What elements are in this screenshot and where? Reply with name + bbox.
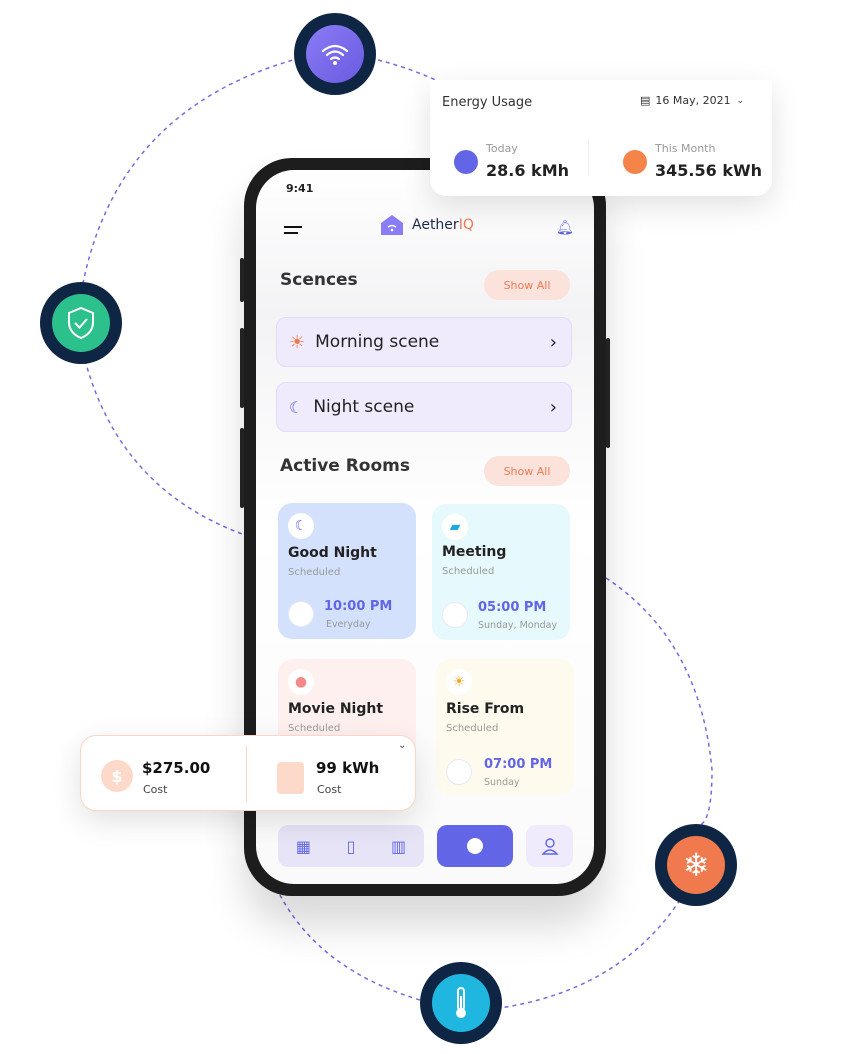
- timer-icon: [442, 602, 468, 628]
- rooms-show-all-button[interactable]: Show All: [484, 456, 570, 486]
- energy-usage-card: Energy Usage ▤16 May, 2021⌄ Today 28.6 k…: [430, 80, 772, 196]
- menu-button[interactable]: [284, 226, 302, 234]
- sun-icon: ☀: [289, 331, 306, 353]
- moon-icon: ☾: [288, 513, 314, 539]
- nav-stats-icon[interactable]: ▥: [391, 836, 407, 856]
- scene-morning[interactable]: ☀Morning scene›: [276, 317, 572, 367]
- chevron-down-icon[interactable]: ⌄: [398, 740, 407, 751]
- bottom-nav-group: ▦ ▯ ▥: [278, 825, 424, 867]
- nav-profile-button[interactable]: [526, 825, 573, 867]
- thermometer-orb: [420, 962, 502, 1044]
- scene-night[interactable]: ☾Night scene›: [276, 382, 572, 432]
- scenes-title: Scences: [280, 270, 358, 290]
- room-card-rise-from[interactable]: ☀ Rise From Scheduled 07:00 PM Sunday: [436, 659, 574, 795]
- bill-icon: [277, 762, 304, 794]
- shield-check-icon: [68, 306, 94, 340]
- chevron-down-icon: ⌄: [736, 95, 745, 106]
- refresh-energy-icon: [623, 150, 647, 174]
- film-reel-icon: ●: [288, 669, 314, 695]
- wifi-icon: [321, 44, 349, 65]
- date-picker[interactable]: ▤16 May, 2021⌄: [640, 94, 745, 107]
- home-wifi-icon: [381, 215, 403, 235]
- nav-timer-button[interactable]: [437, 825, 513, 867]
- nav-dashboard-icon[interactable]: ▦: [295, 836, 311, 856]
- energy-title: Energy Usage: [442, 95, 533, 110]
- moon-icon: ☾: [289, 397, 304, 417]
- thermometer-icon: [456, 987, 466, 1018]
- room-card-good-night[interactable]: ☾ Good Night Scheduled 10:00 PM Everyday: [278, 503, 416, 639]
- room-card-meeting[interactable]: ▰ Meeting Scheduled 05:00 PM Sunday, Mon…: [432, 504, 570, 640]
- snowflake-icon: ❄: [682, 846, 710, 884]
- bell-icon[interactable]: 🔔︎: [556, 220, 574, 236]
- meeting-icon: ▰: [442, 514, 468, 540]
- timer-icon: [446, 759, 472, 785]
- shield-orb: [40, 282, 122, 364]
- calendar-icon: ▤: [640, 94, 651, 107]
- status-time: 9:41: [286, 182, 314, 195]
- snowflake-orb: ❄: [655, 824, 737, 906]
- nav-device-icon[interactable]: ▯: [346, 836, 356, 856]
- plug-icon: [454, 150, 478, 174]
- cost-card: $ $275.00 Cost 99 kWh Cost ⌄: [80, 735, 416, 811]
- dollar-icon: $: [101, 760, 133, 792]
- chevron-right-icon: ›: [549, 331, 557, 353]
- rooms-title: Active Rooms: [280, 456, 410, 476]
- user-icon: [540, 838, 559, 855]
- sun-icon: ☀: [446, 669, 472, 695]
- scenes-show-all-button[interactable]: Show All: [484, 270, 570, 300]
- timer-icon: [288, 601, 314, 627]
- chevron-right-icon: ›: [549, 396, 557, 418]
- timer-icon: [467, 838, 483, 854]
- wifi-orb: [294, 13, 376, 95]
